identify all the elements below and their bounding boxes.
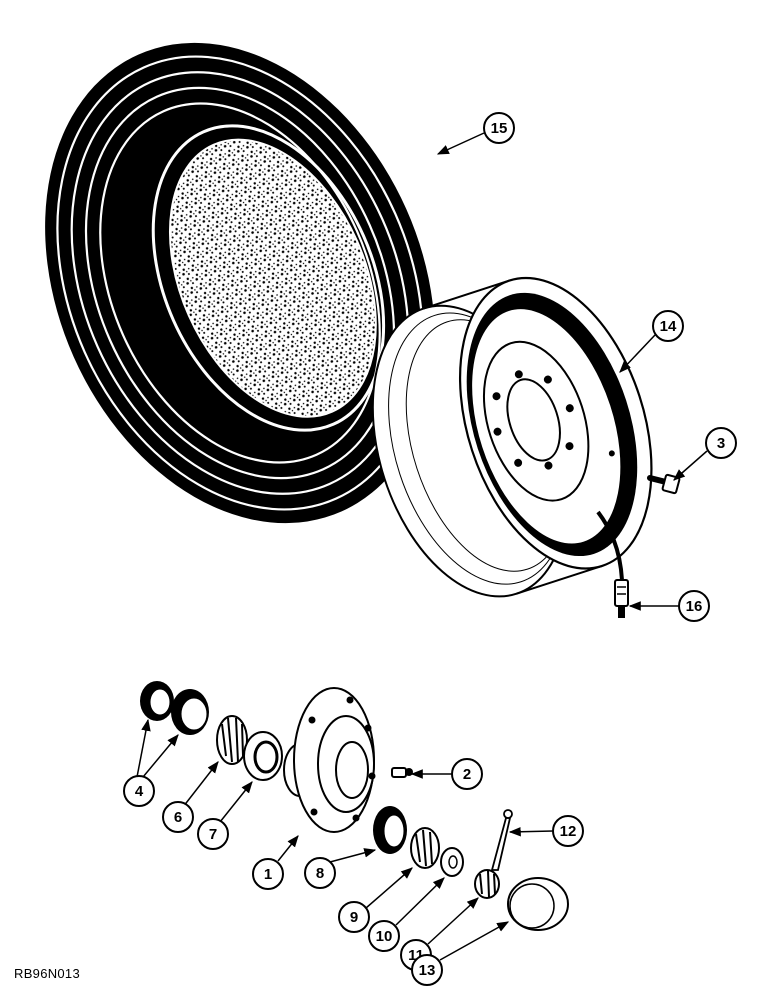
- svg-text:12: 12: [560, 823, 577, 840]
- castle-nut: [474, 869, 500, 899]
- callout-7: 7: [197, 818, 229, 850]
- washer: [440, 847, 464, 877]
- callout-14: 14: [652, 310, 684, 342]
- svg-text:9: 9: [350, 909, 358, 926]
- callout-3: 3: [705, 427, 737, 459]
- bearing-cup-outer: [140, 681, 174, 721]
- svg-text:2: 2: [463, 766, 471, 783]
- bearing-cone-inner: [216, 715, 248, 765]
- callout-12: 12: [552, 815, 584, 847]
- svg-text:13: 13: [419, 962, 436, 979]
- svg-text:14: 14: [660, 318, 677, 335]
- valve-stem: [596, 510, 629, 618]
- svg-text:6: 6: [174, 809, 182, 826]
- callout-13: 13: [411, 954, 443, 986]
- wheel-bolt: [647, 473, 681, 495]
- outer-bearing-cone: [410, 827, 440, 869]
- cotter-pin: [490, 809, 513, 871]
- tire: [45, 42, 435, 524]
- callout-9: 9: [338, 901, 370, 933]
- callout-15: 15: [483, 112, 515, 144]
- hub: [283, 687, 376, 833]
- svg-text:1: 1: [264, 866, 272, 883]
- drawing-code: RB96N013: [14, 966, 80, 981]
- svg-text:10: 10: [376, 928, 393, 945]
- callout-16: 16: [678, 590, 710, 622]
- svg-text:3: 3: [717, 435, 725, 452]
- callout-4: 4: [123, 775, 155, 807]
- callout-8: 8: [304, 857, 336, 889]
- svg-text:7: 7: [209, 826, 217, 843]
- outer-bearing-cup: [373, 806, 407, 854]
- svg-text:4: 4: [135, 783, 144, 800]
- leader-lines: [136, 132, 708, 961]
- grease-fitting: [391, 767, 413, 778]
- svg-text:8: 8: [316, 865, 324, 882]
- seal: [243, 731, 283, 781]
- callout-1: 1: [252, 858, 284, 890]
- callout-10: 10: [368, 920, 400, 952]
- svg-text:15: 15: [491, 120, 508, 137]
- callout-6: 6: [162, 801, 194, 833]
- svg-text:16: 16: [686, 598, 703, 615]
- bearing-cup-inner: [171, 689, 209, 735]
- wheel-rim: [371, 276, 653, 598]
- hub-cap: [507, 877, 569, 931]
- callout-2: 2: [451, 758, 483, 790]
